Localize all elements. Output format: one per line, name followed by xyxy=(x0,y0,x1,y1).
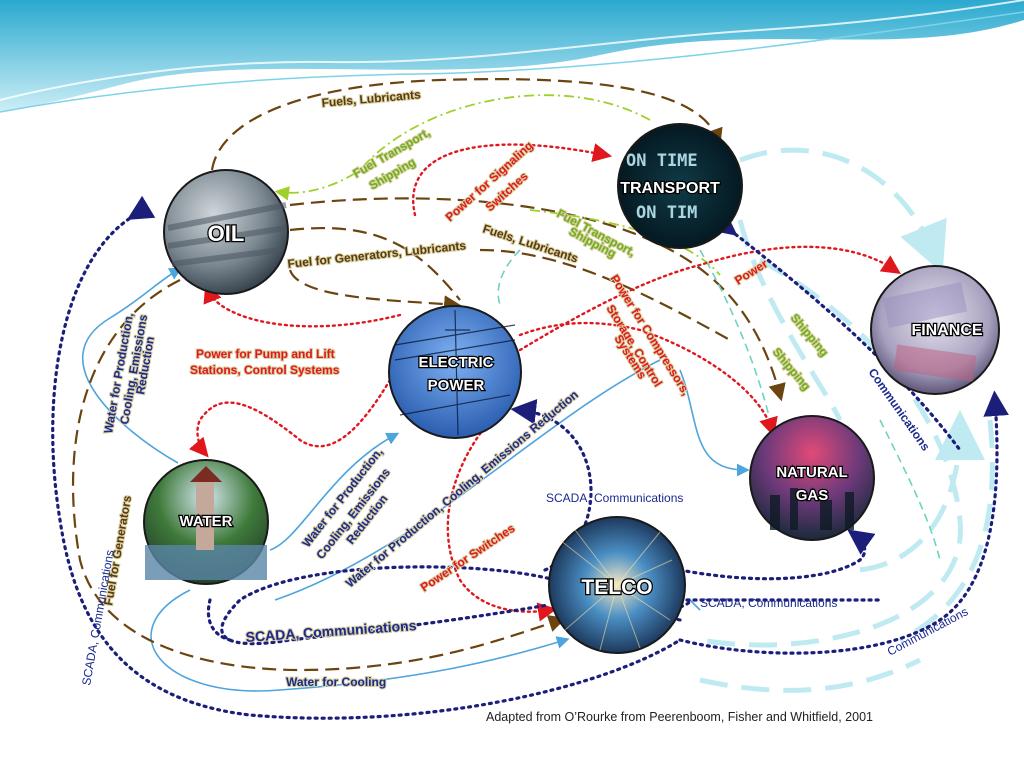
node-water[interactable]: WATER xyxy=(143,459,269,585)
oil-pipes-icon xyxy=(167,202,287,267)
label-power-pump-2: Stations, Control Systems xyxy=(190,363,340,377)
node-electric-power[interactable]: ELECTRIC POWER xyxy=(388,305,522,439)
finance-label: FINANCE xyxy=(911,322,982,339)
label-scada-mid: SCADA, Communications xyxy=(546,491,683,505)
electric-label-1: ELECTRIC xyxy=(419,354,494,371)
node-telco[interactable]: TELCO xyxy=(548,516,686,654)
label-power-pump-1: Power for Pump and Lift xyxy=(196,347,335,361)
power-lines-icon xyxy=(394,309,516,436)
label-scada-left: SCADA, Communications xyxy=(79,549,117,687)
source-credit: Adapted from O’Rourke from Peerenboom, F… xyxy=(486,710,873,724)
label-scada-bottom: SCADA, Communications xyxy=(245,617,417,645)
label-communications-bottom-right: Communications xyxy=(885,604,970,658)
oil-label: OIL xyxy=(208,221,245,246)
water-label: WATER xyxy=(179,513,232,530)
node-oil[interactable]: OIL xyxy=(163,169,289,295)
svg-text:ON TIM: ON TIM xyxy=(636,203,697,223)
label-power-switches: Power for Switches xyxy=(418,521,518,595)
natural-gas-label-2: GAS xyxy=(796,487,829,504)
power-links xyxy=(188,143,901,622)
electric-label-2: POWER xyxy=(428,377,485,394)
communications-links xyxy=(51,195,1009,720)
fiber-optic-icon xyxy=(559,529,673,651)
water-links xyxy=(82,267,750,692)
node-transport[interactable]: ON TIME ON TIM TRANSPORT xyxy=(617,123,743,249)
telco-label: TELCO xyxy=(581,576,652,599)
natural-gas-label-1: NATURAL xyxy=(776,464,847,481)
refinery-icon xyxy=(770,488,854,530)
banknotes-icon xyxy=(882,282,977,382)
node-finance[interactable]: FINANCE xyxy=(870,265,1000,395)
on-time-board-icon: ON TIME ON TIM xyxy=(626,151,698,223)
node-natural-gas[interactable]: NATURAL GAS xyxy=(749,415,875,541)
label-fuels-lubricants-mid: Fuels, Lubricants xyxy=(481,222,580,266)
label-scada-right: SCADA, Communications xyxy=(700,596,837,610)
label-fuel-generators-lubricants: Fuel for Generators, Lubricants xyxy=(287,238,467,271)
svg-text:ON TIME: ON TIME xyxy=(626,151,698,171)
label-shipping-2: Shipping xyxy=(770,345,814,393)
fuel-links xyxy=(71,77,786,672)
transport-label: TRANSPORT xyxy=(620,180,720,197)
label-water-cooling: Water for Cooling xyxy=(286,675,386,689)
water-tower-icon xyxy=(145,466,267,580)
label-shipping-1: Shipping xyxy=(788,311,832,359)
teal-dashed-links xyxy=(497,249,941,561)
header-wave xyxy=(0,0,1024,113)
